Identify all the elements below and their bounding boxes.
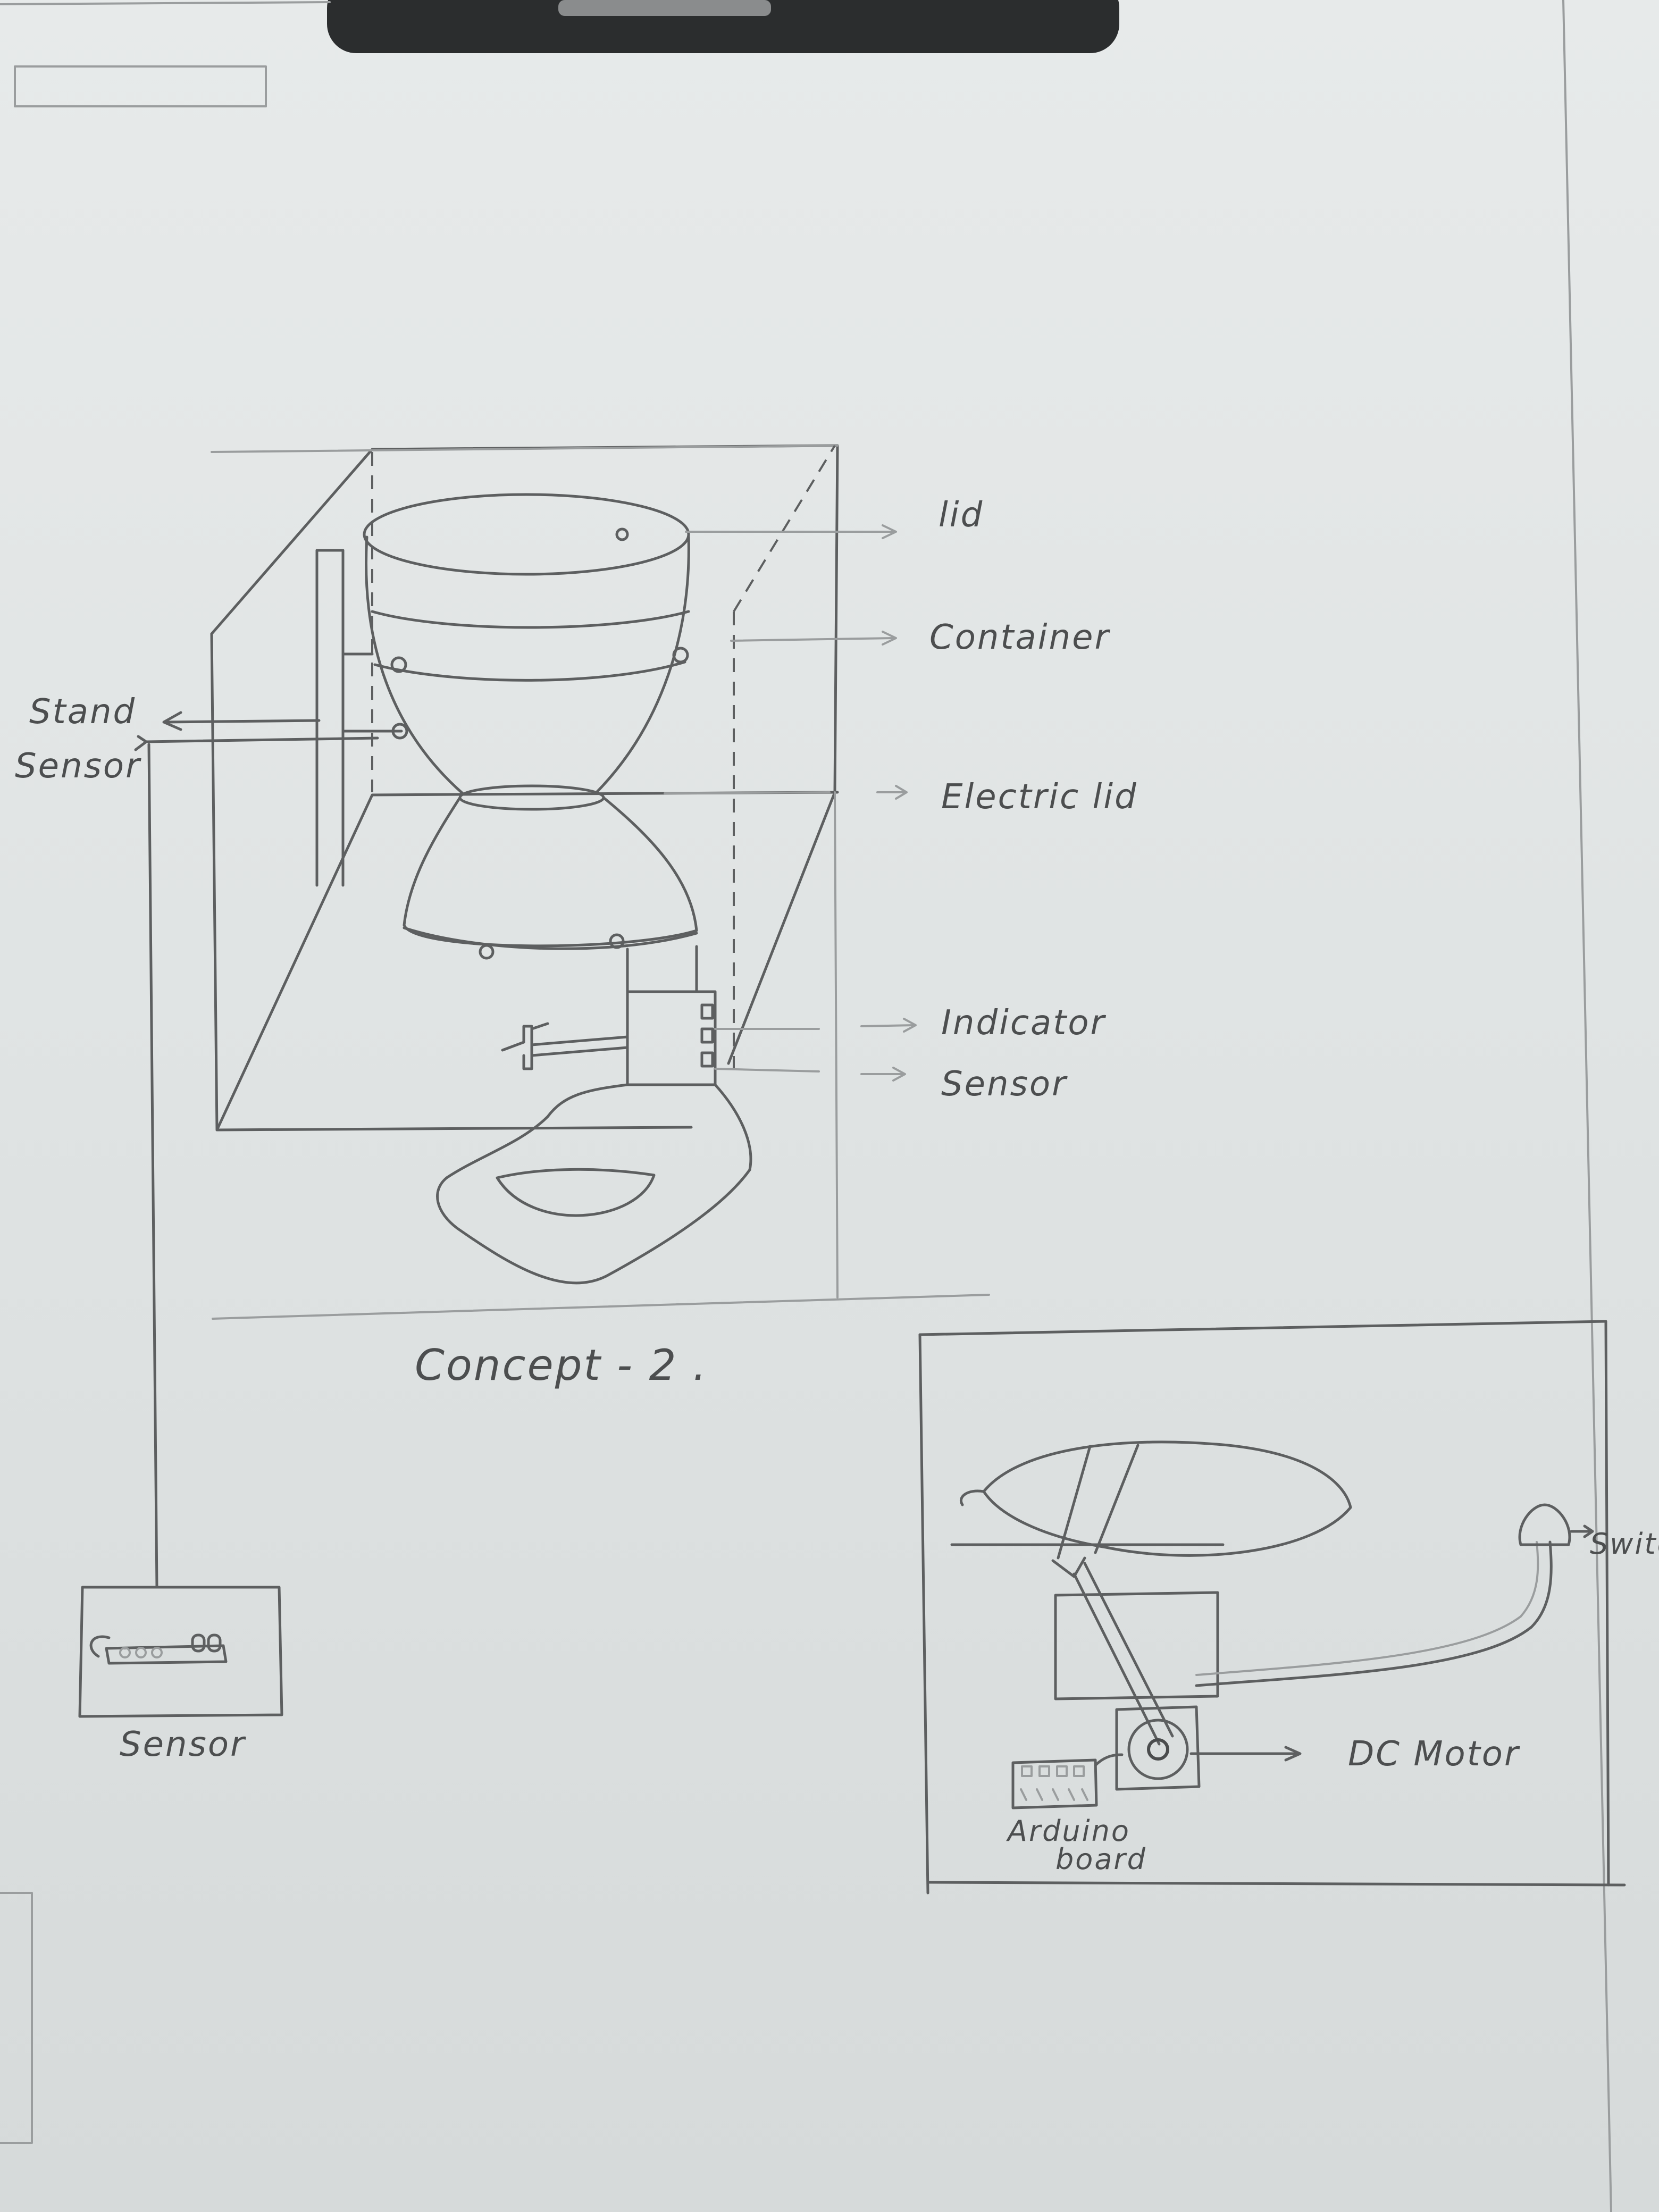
label-dc-motor: DC Motor [1348, 1735, 1520, 1774]
paper-edge-top [0, 2, 330, 4]
main-frame [212, 446, 989, 1319]
label-switch: Switc [1590, 1527, 1659, 1561]
bottom-sensor-box [80, 1587, 282, 1716]
switch-cable [1196, 1505, 1593, 1686]
electric-lid-funnel [404, 786, 697, 958]
label-sensor: Sensor [941, 1065, 1068, 1104]
label-lid: lid [939, 496, 984, 535]
corner-box [15, 66, 266, 106]
indicator-block [502, 946, 715, 1085]
label-stand: Stand [29, 692, 136, 732]
label-stand-sensor: Sensor [15, 747, 141, 786]
bottom-left-box [0, 1893, 32, 2143]
arduino-board [1013, 1755, 1122, 1808]
inset-mechanism [952, 1442, 1351, 1789]
label-electric-lid: Electric lid [941, 777, 1138, 817]
clipboard-clip [327, 0, 1119, 53]
label-bottom-sensor: Sensor [120, 1725, 246, 1764]
label-container: Container [929, 618, 1110, 657]
paper-edge-right [1563, 0, 1611, 2212]
stand-pole [317, 550, 401, 885]
label-arrows [164, 525, 916, 1080]
tray-base [438, 1085, 751, 1283]
container-bowl [364, 495, 689, 793]
label-indicator: Indicator [941, 1003, 1107, 1043]
label-arduino-line2: board [1055, 1842, 1147, 1876]
label-concept: Concept - 2 . [415, 1340, 708, 1390]
